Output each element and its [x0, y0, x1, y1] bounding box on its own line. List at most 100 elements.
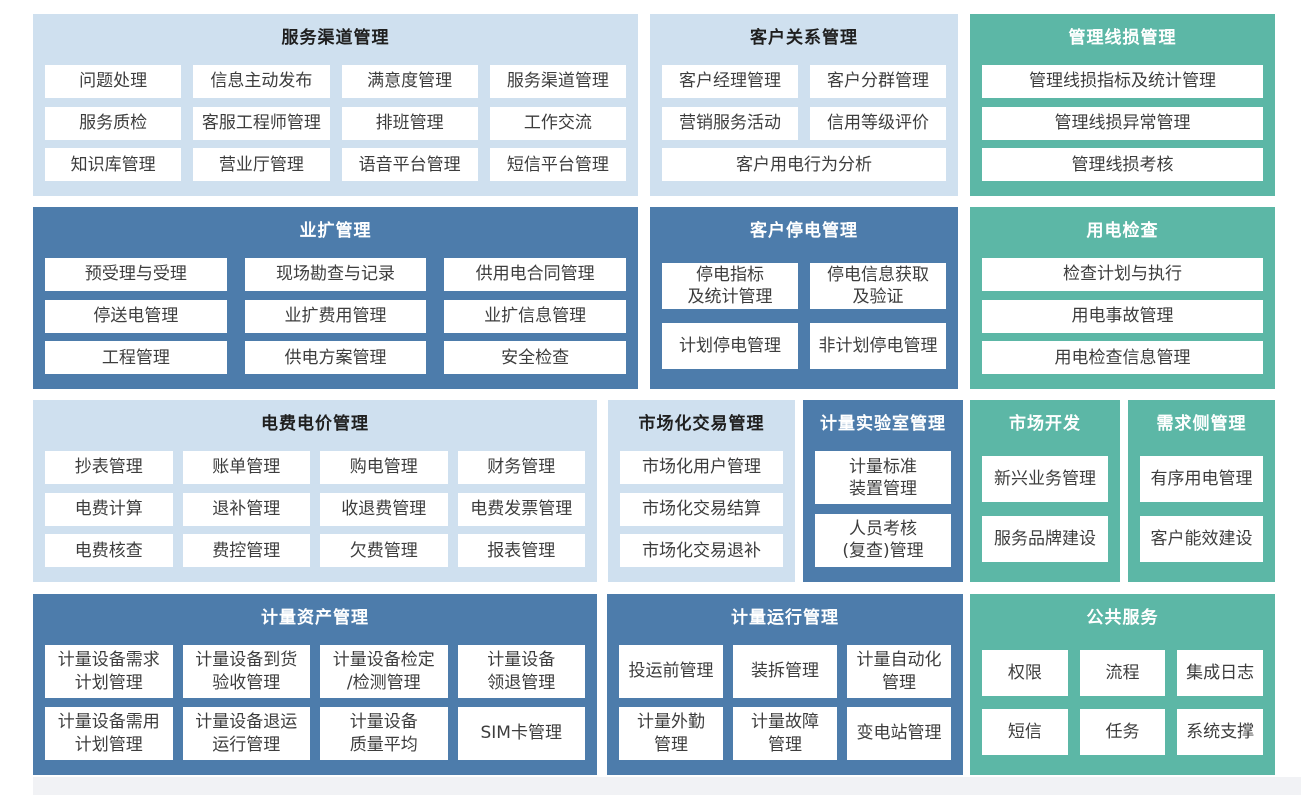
module-cell: 账单管理	[182, 450, 310, 484]
module-cell: 装拆管理	[733, 645, 837, 698]
module-cell: 信息主动发布	[193, 64, 330, 98]
block-body: 抄表管理 账单管理 购电管理 财务管理 电费计算 退补管理 收退费管理 电费发票…	[33, 442, 597, 582]
block-title: 客户关系管理	[750, 27, 858, 48]
module-cell: 市场化交易结算	[620, 492, 783, 526]
module-cell: 计量设备检定 /检测管理	[320, 645, 448, 698]
block-metering-asset: 计量资产管理 计量设备需求 计划管理 计量设备到货 验收管理 计量设备检定 /检…	[33, 594, 597, 775]
module-cell: 工程管理	[45, 341, 227, 375]
module-cell: 用电检查信息管理	[982, 341, 1263, 375]
module-cell: 语音平台管理	[341, 148, 478, 182]
module-cell: 营销服务活动	[662, 106, 798, 140]
module-cell: 系统支撑	[1177, 709, 1263, 756]
module-cell: 抄表管理	[45, 450, 173, 484]
module-cell: 电费计算	[45, 492, 173, 526]
module-cell: 营业厅管理	[193, 148, 330, 182]
module-cell: 计量设备 质量平均	[320, 707, 448, 760]
module-cell: 服务质检	[45, 106, 182, 140]
module-cell: 投运前管理	[619, 645, 723, 698]
module-cell: 停送电管理	[45, 299, 227, 333]
block-public-service: 公共服务 权限 流程 集成日志 短信 任务 系统支撑	[970, 594, 1275, 775]
module-cell: 管理线损异常管理	[982, 106, 1263, 140]
module-cell: 用电事故管理	[982, 299, 1263, 333]
module-cell: 客户经理管理	[662, 64, 798, 98]
module-cell: 客户用电行为分析	[662, 148, 946, 182]
page-bottom-strip	[33, 777, 1301, 795]
block-title: 市场化交易管理	[638, 413, 765, 434]
module-cell: 流程	[1079, 649, 1166, 696]
module-cell: 计量自动化 管理	[847, 645, 951, 698]
block-title: 需求侧管理	[1156, 413, 1247, 434]
module-cell: 短信	[982, 709, 1068, 756]
module-cell: SIM卡管理	[457, 707, 585, 760]
block-body: 停电指标 及统计管理 停电信息获取 及验证 计划停电管理 非计划停电管理	[650, 249, 958, 389]
block-demand-side: 需求侧管理 有序用电管理 客户能效建设	[1128, 400, 1275, 582]
module-cell: 满意度管理	[341, 64, 478, 98]
module-cell: 管理线损指标及统计管理	[982, 64, 1263, 98]
block-title: 管理线损管理	[1068, 27, 1177, 48]
module-cell: 非计划停电管理	[810, 323, 946, 369]
block-body: 市场化用户管理 市场化交易结算 市场化交易退补	[608, 442, 795, 582]
module-cell: 购电管理	[320, 450, 448, 484]
module-cell: 市场化用户管理	[620, 450, 783, 484]
module-cell: 新兴业务管理	[982, 456, 1108, 502]
block-title: 用电检查	[1086, 220, 1159, 241]
module-cell: 停电信息获取 及验证	[810, 263, 946, 309]
block-title: 计量实验室管理	[820, 413, 946, 434]
block-title: 服务渠道管理	[281, 27, 390, 48]
module-cell: 排班管理	[341, 106, 478, 140]
block-line-loss: 管理线损管理 管理线损指标及统计管理 管理线损异常管理 管理线损考核	[970, 14, 1275, 196]
block-market-trade: 市场化交易管理 市场化用户管理 市场化交易结算 市场化交易退补	[608, 400, 795, 582]
block-title: 客户停电管理	[750, 220, 858, 241]
block-body: 检查计划与执行 用电事故管理 用电检查信息管理	[970, 249, 1275, 389]
module-cell: 计量设备需求 计划管理	[45, 645, 173, 698]
module-cell: 变电站管理	[847, 707, 951, 760]
module-cell: 计量设备 领退管理	[457, 645, 585, 698]
block-business-expansion: 业扩管理 预受理与受理 现场勘查与记录 供用电合同管理 停送电管理 业扩费用管理…	[33, 207, 638, 389]
module-cell: 服务品牌建设	[982, 516, 1108, 562]
block-body: 权限 流程 集成日志 短信 任务 系统支撑	[970, 636, 1275, 775]
block-billing: 电费电价管理 抄表管理 账单管理 购电管理 财务管理 电费计算 退补管理 收退费…	[33, 400, 597, 582]
module-cell: 计量外勤 管理	[619, 707, 723, 760]
module-cell: 业扩信息管理	[444, 299, 626, 333]
block-body: 新兴业务管理 服务品牌建设	[970, 442, 1120, 582]
module-cell: 电费发票管理	[457, 492, 585, 526]
module-cell: 欠费管理	[320, 534, 448, 568]
block-body: 问题处理 信息主动发布 满意度管理 服务渠道管理 服务质检 客服工程师管理 排班…	[33, 56, 638, 196]
block-inspection: 用电检查 检查计划与执行 用电事故管理 用电检查信息管理	[970, 207, 1275, 389]
module-cell: 现场勘查与记录	[244, 257, 427, 291]
module-cell: 有序用电管理	[1140, 456, 1263, 502]
module-cell: 计量设备需用 计划管理	[45, 707, 173, 760]
block-title: 计量运行管理	[731, 607, 839, 628]
block-title: 公共服务	[1086, 607, 1159, 628]
block-body: 计量设备需求 计划管理 计量设备到货 验收管理 计量设备检定 /检测管理 计量设…	[33, 636, 597, 775]
module-cell: 问题处理	[45, 64, 182, 98]
module-cell: 集成日志	[1177, 649, 1263, 696]
module-cell: 安全检查	[444, 341, 626, 375]
module-cell: 退补管理	[182, 492, 310, 526]
module-cell: 计量故障 管理	[733, 707, 837, 760]
block-body: 管理线损指标及统计管理 管理线损异常管理 管理线损考核	[970, 56, 1275, 196]
module-cell: 管理线损考核	[982, 148, 1263, 182]
module-cell: 客户分群管理	[810, 64, 946, 98]
module-cell: 短信平台管理	[489, 148, 626, 182]
module-cell: 费控管理	[182, 534, 310, 568]
module-cell: 预受理与受理	[45, 257, 227, 291]
block-customer-relation: 客户关系管理 客户经理管理 客户分群管理 营销服务活动 信用等级评价 客户用电行…	[650, 14, 958, 196]
module-cell: 权限	[982, 649, 1068, 696]
block-service-channel: 服务渠道管理 问题处理 信息主动发布 满意度管理 服务渠道管理 服务质检 客服工…	[33, 14, 638, 196]
module-cell: 业扩费用管理	[244, 299, 427, 333]
block-title: 市场开发	[1009, 413, 1081, 434]
module-cell: 知识库管理	[45, 148, 182, 182]
module-cell: 计划停电管理	[662, 323, 798, 369]
block-body: 计量标准 装置管理 人员考核 (复查)管理	[803, 442, 963, 582]
module-cell: 电费核查	[45, 534, 173, 568]
module-cell: 任务	[1079, 709, 1166, 756]
module-cell: 市场化交易退补	[620, 534, 783, 568]
block-metering-lab: 计量实验室管理 计量标准 装置管理 人员考核 (复查)管理	[803, 400, 963, 582]
module-cell: 供电方案管理	[244, 341, 427, 375]
block-outage: 客户停电管理 停电指标 及统计管理 停电信息获取 及验证 计划停电管理 非计划停…	[650, 207, 958, 389]
module-cell: 计量设备到货 验收管理	[182, 645, 310, 698]
block-title: 业扩管理	[299, 220, 372, 241]
module-cell: 计量标准 装置管理	[815, 451, 951, 505]
